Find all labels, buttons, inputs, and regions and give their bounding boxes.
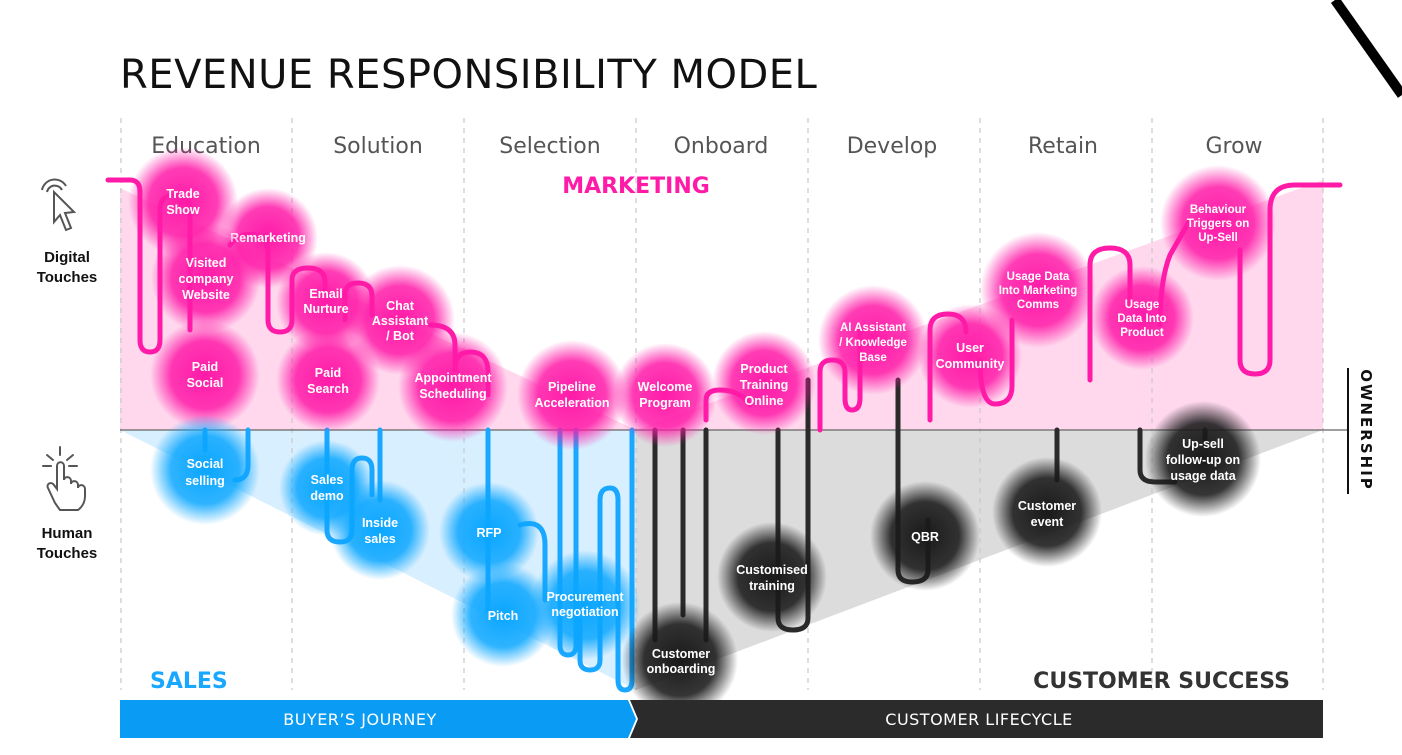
stage-grow: Grow: [1205, 134, 1262, 159]
stage-develop: Develop: [847, 134, 938, 159]
stage-solution: Solution: [333, 134, 423, 159]
page-title: REVENUE RESPONSIBILITY MODEL: [120, 52, 818, 98]
ownership-label: OWNERSHIP: [1357, 369, 1375, 491]
svg-text:QBR: QBR: [911, 530, 939, 544]
click-pointer-icon: [41, 178, 77, 232]
touch-hand-icon: [42, 446, 86, 511]
customer-lifecycle-band: [630, 700, 1323, 738]
stage-onboard: Onboard: [674, 134, 769, 159]
svg-text:Remarketing: Remarketing: [230, 231, 306, 245]
digital-touches-label-1: Digital: [44, 249, 90, 266]
customer-lifecycle-label: CUSTOMER LIFECYCLE: [885, 710, 1072, 729]
zone-marketing: MARKETING: [562, 174, 710, 199]
corner-accent-stroke: [1330, 0, 1402, 98]
stage-retain: Retain: [1028, 134, 1098, 159]
digital-touches-label-2: Touches: [37, 269, 98, 286]
svg-text:RFP: RFP: [477, 526, 502, 540]
node-rfp[interactable]: RFP: [439, 482, 539, 582]
stage-selection: Selection: [499, 134, 600, 159]
human-touches-label-2: Touches: [37, 545, 98, 562]
buyers-journey-label: BUYER’S JOURNEY: [283, 710, 437, 729]
zone-sales: SALES: [150, 669, 228, 694]
node-pitch[interactable]: Pitch: [451, 563, 555, 667]
node-qbr[interactable]: QBR: [870, 481, 980, 591]
svg-text:Pitch: Pitch: [488, 609, 519, 623]
buyers-journey-band: [120, 700, 636, 738]
zone-customer-success: CUSTOMER SUCCESS: [1033, 669, 1290, 694]
human-touches-label-1: Human: [42, 525, 93, 542]
